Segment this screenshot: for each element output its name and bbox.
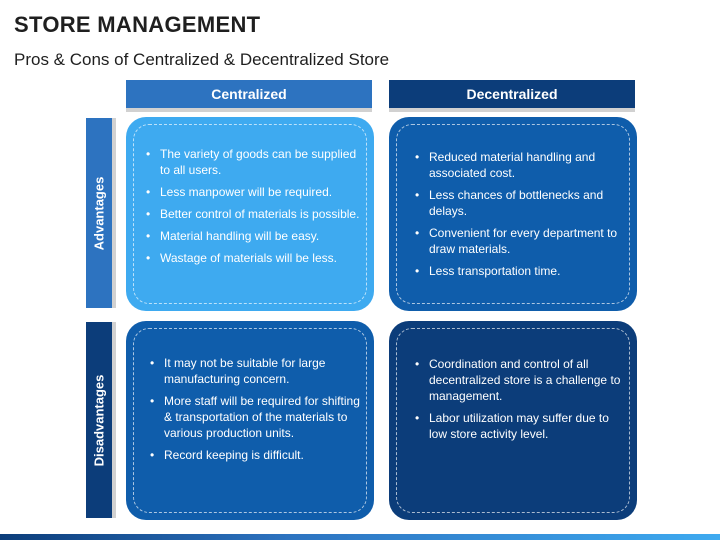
bullet-text: Labor utilization may suffer due to low … (429, 411, 609, 441)
bullet-text: Better control of materials is possible. (160, 207, 360, 221)
bullet-icon: • (150, 356, 155, 370)
column-header-centralized: Centralized (126, 80, 372, 112)
bullet-text: Less chances of bottlenecks and delays. (429, 188, 604, 218)
bullet-icon: • (150, 448, 155, 462)
bullet-point: • Less transportation time. (413, 263, 625, 279)
page-title: STORE MANAGEMENT (14, 12, 261, 37)
bullet-point: • Coordination and control of all decentr… (413, 356, 625, 404)
bullet-text: Material handling will be easy. (160, 229, 320, 243)
bullet-text: Coordination and control of all decentra… (429, 357, 621, 403)
bullet-text: Reduced material handling and associated… (429, 150, 596, 180)
bullet-list: • Coordination and control of all decentr… (413, 356, 625, 448)
bullet-point: • More staff will be required for shiftin… (148, 393, 362, 441)
bullet-text: More staff will be required for shifting… (164, 394, 360, 440)
bullet-list: • The variety of goods can be supplied to… (144, 146, 362, 272)
bullet-point: • Less chances of bottlenecks and delays. (413, 187, 625, 219)
bullet-point: • Better control of materials is possible… (144, 206, 362, 222)
bullet-text: It may not be suitable for large manufac… (164, 356, 326, 386)
column-header-decentralized: Decentralized (389, 80, 635, 112)
bullet-point: • It may not be suitable for large manufa… (148, 355, 362, 387)
bullet-text: Record keeping is difficult. (164, 448, 304, 462)
row-header-disadvantages-label: Disadvantages (91, 374, 107, 466)
bullet-icon: • (415, 411, 420, 425)
row-header-advantages: Advantages (86, 118, 116, 308)
bullet-point: • Convenient for every department to draw… (413, 225, 625, 257)
bullet-icon: • (150, 394, 155, 408)
bullet-icon: • (415, 226, 420, 240)
page-subtitle: Pros & Cons of Centralized & Decentraliz… (14, 50, 390, 69)
bullet-point: • Reduced material handling and associate… (413, 149, 625, 181)
bullet-list: • It may not be suitable for large manufa… (148, 355, 362, 469)
bullet-icon: • (146, 147, 151, 161)
bullet-text: Less manpower will be required. (160, 185, 333, 199)
row-header-disadvantages: Disadvantages (86, 322, 116, 518)
bullet-text: Convenient for every department to draw … (429, 226, 618, 256)
cell-disadvantages-centralized: • It may not be suitable for large manufa… (126, 321, 374, 520)
bullet-text: Wastage of materials will be less. (160, 251, 337, 265)
bullet-text: Less transportation time. (429, 264, 561, 278)
bullet-icon: • (415, 357, 420, 371)
bullet-point: • Less manpower will be required. (144, 184, 362, 200)
bullet-point: • Wastage of materials will be less. (144, 250, 362, 266)
bullet-point: • Material handling will be easy. (144, 228, 362, 244)
bullet-icon: • (146, 229, 151, 243)
footer-accent-bar (0, 534, 720, 540)
cell-disadvantages-decentralized: • Coordination and control of all decentr… (389, 321, 637, 520)
bullet-text: The variety of goods can be supplied to … (160, 147, 357, 177)
cell-advantages-decentralized: • Reduced material handling and associate… (389, 117, 637, 311)
row-header-advantages-label: Advantages (91, 176, 107, 250)
bullet-point: • Record keeping is difficult. (148, 447, 362, 463)
bullet-icon: • (415, 188, 420, 202)
bullet-icon: • (415, 264, 420, 278)
bullet-point: • Labor utilization may suffer due to low… (413, 410, 625, 442)
bullet-icon: • (146, 251, 151, 265)
cell-advantages-centralized: • The variety of goods can be supplied to… (126, 117, 374, 311)
bullet-icon: • (146, 185, 151, 199)
bullet-icon: • (146, 207, 151, 221)
bullet-icon: • (415, 150, 420, 164)
bullet-list: • Reduced material handling and associate… (413, 149, 625, 285)
bullet-point: • The variety of goods can be supplied to… (144, 146, 362, 178)
